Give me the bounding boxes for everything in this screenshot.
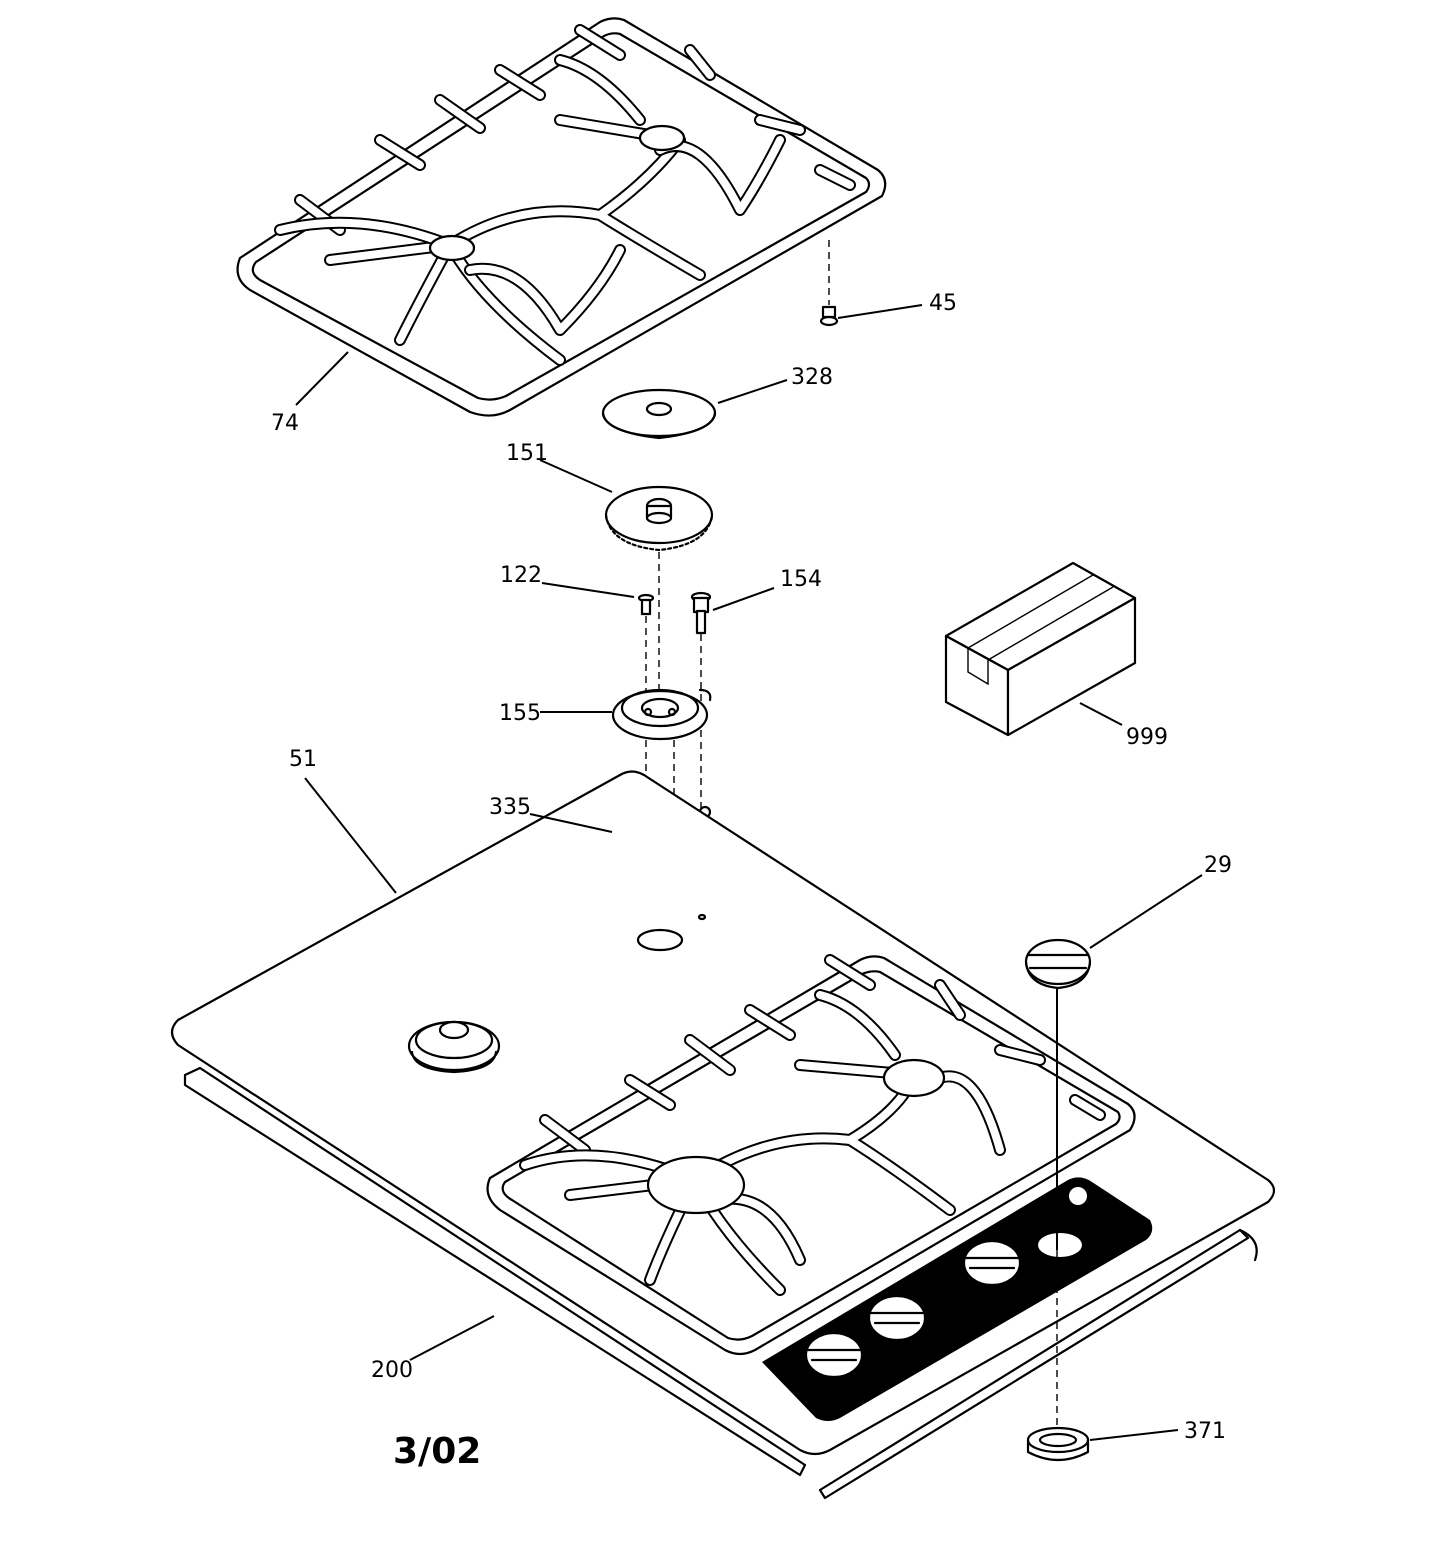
knob-part-29 bbox=[1024, 938, 1092, 1425]
electrode-part-154 bbox=[690, 591, 712, 920]
burner-cap-part-328 bbox=[601, 388, 717, 440]
burner-base-part-155 bbox=[611, 688, 712, 741]
control-panel bbox=[762, 1177, 1153, 1421]
cooktop-glass-part-51 bbox=[170, 770, 1276, 1456]
screw-part-122 bbox=[637, 593, 655, 700]
callout-371: 371 bbox=[1184, 1419, 1226, 1444]
date-stamp: 3/02 bbox=[393, 1431, 481, 1472]
callout-200: 200 bbox=[371, 1358, 413, 1383]
callout-151: 151 bbox=[506, 441, 548, 466]
shipping-box-part-999 bbox=[944, 561, 1137, 737]
control-knob-3 bbox=[962, 1239, 1022, 1287]
rear-burner-base bbox=[407, 1020, 501, 1074]
burner-head-part-151 bbox=[604, 485, 714, 552]
callout-29: 29 bbox=[1204, 853, 1232, 878]
seal-strip-part-200 bbox=[183, 1066, 1258, 1500]
bezel-part-371 bbox=[1026, 1426, 1090, 1462]
screw-part-45 bbox=[819, 240, 839, 327]
callout-154: 154 bbox=[780, 567, 822, 592]
callout-74: 74 bbox=[271, 411, 299, 436]
callout-51: 51 bbox=[289, 747, 317, 772]
callout-155: 155 bbox=[499, 701, 541, 726]
control-knob-1 bbox=[804, 1331, 864, 1379]
callout-122: 122 bbox=[500, 563, 542, 588]
callout-335: 335 bbox=[489, 795, 531, 820]
leader-lines bbox=[295, 304, 1203, 1441]
grate-part-74 bbox=[236, 17, 887, 417]
control-knob-2 bbox=[867, 1294, 927, 1342]
cooktop-grate bbox=[486, 954, 1136, 1356]
callout-45: 45 bbox=[929, 291, 957, 316]
callout-328: 328 bbox=[791, 365, 833, 390]
callout-999: 999 bbox=[1126, 725, 1168, 750]
